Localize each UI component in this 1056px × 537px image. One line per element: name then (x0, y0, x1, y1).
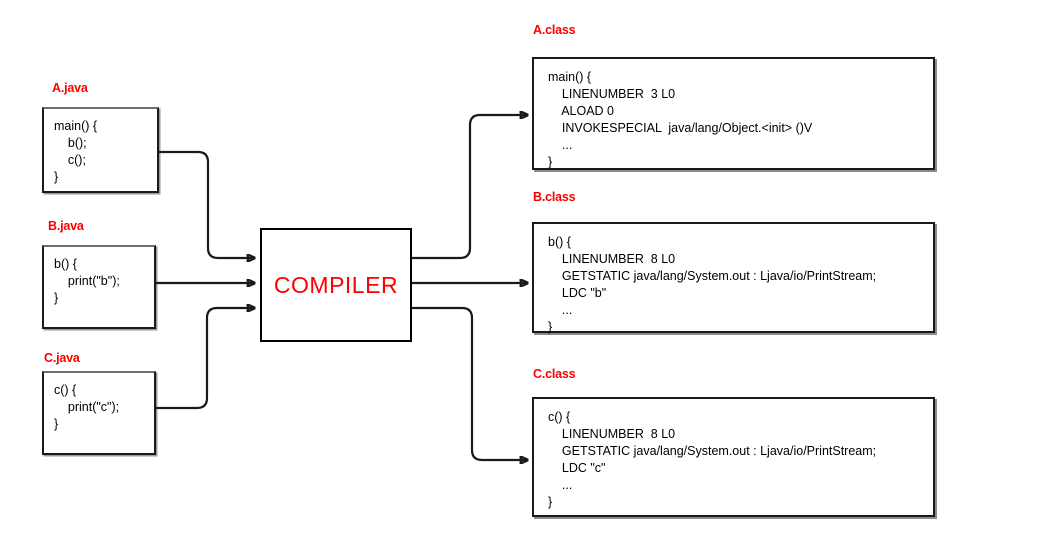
source-code-c-java: c() { print("c"); } (54, 383, 120, 431)
output-box-c-class: c() { LINENUMBER 8 L0 GETSTATIC java/lan… (532, 397, 935, 517)
arrow-compiler-to-a-class (412, 115, 528, 260)
arrow-compiler-to-c-class (412, 306, 528, 460)
arrow-a-java-to-compiler (159, 150, 255, 258)
compiler-label: COMPILER (273, 271, 399, 298)
output-box-a-class: main() { LINENUMBER 3 L0 ALOAD 0 INVOKES… (532, 57, 935, 170)
source-box-b-java: b() { print("b"); } (42, 245, 156, 329)
output-label-a-class: A.class (533, 23, 576, 37)
source-label-a-java: A.java (52, 81, 88, 95)
output-code-a-class: main() { LINENUMBER 3 L0 ALOAD 0 INVOKES… (548, 70, 813, 169)
source-box-c-java: c() { print("c"); } (42, 371, 156, 455)
output-code-c-class: c() { LINENUMBER 8 L0 GETSTATIC java/lan… (548, 410, 877, 509)
source-code-a-java: main() { b(); c(); } (54, 119, 98, 184)
source-label-b-java: B.java (48, 219, 84, 233)
output-box-b-class: b() { LINENUMBER 8 L0 GETSTATIC java/lan… (532, 222, 935, 334)
output-label-b-class: B.class (533, 190, 576, 204)
source-label-c-java: C.java (44, 351, 80, 365)
arrow-c-java-to-compiler (156, 308, 255, 410)
output-label-c-class: C.class (533, 367, 576, 381)
source-code-b-java: b() { print("b"); } (54, 257, 120, 305)
source-box-a-java: main() { b(); c(); } (42, 107, 159, 193)
output-code-b-class: b() { LINENUMBER 8 L0 GETSTATIC java/lan… (548, 235, 877, 334)
compiler-box: COMPILER (260, 228, 412, 342)
